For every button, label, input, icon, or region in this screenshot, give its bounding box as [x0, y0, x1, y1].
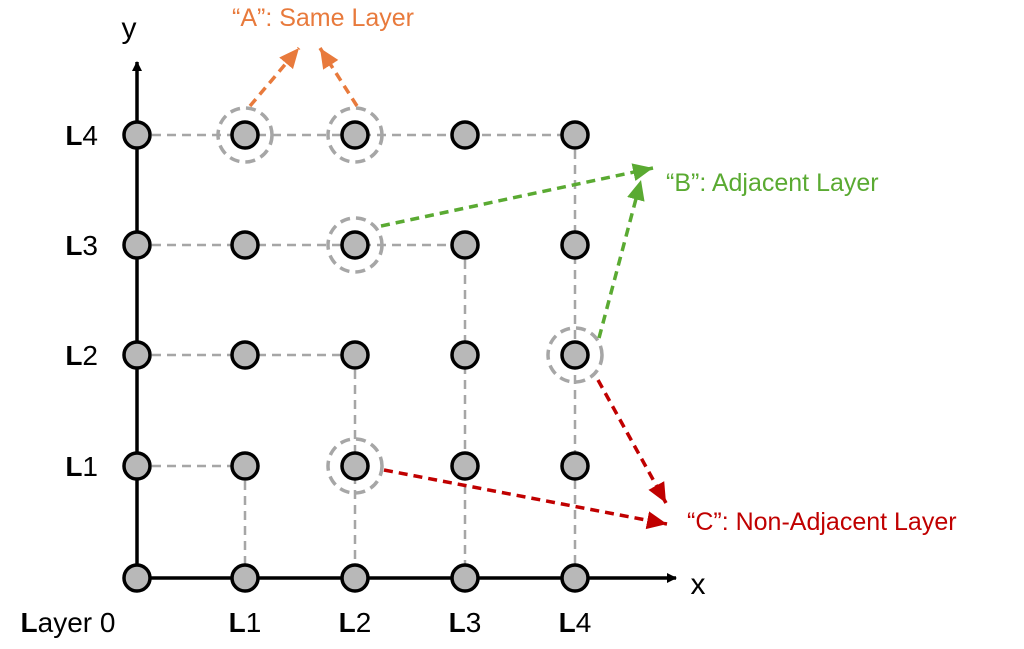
vertical-connectors	[243, 135, 577, 578]
x-label-l3: L3	[449, 607, 482, 638]
node	[340, 230, 370, 260]
arrow-c-upper	[596, 379, 668, 504]
y-axis-labels: L4 L3 L2 L1	[65, 120, 98, 482]
ring-c-l2	[326, 437, 384, 495]
x-label-l1: L1	[229, 607, 262, 638]
node	[340, 120, 370, 150]
y-label-l4: L4	[65, 120, 98, 151]
y-label-l1: L1	[65, 451, 98, 482]
arrow-a-right	[318, 47, 359, 107]
node	[230, 230, 260, 260]
node	[122, 230, 152, 260]
x-axis-labels: Layer 0 L1 L2 L3 L4	[21, 607, 592, 638]
node	[450, 451, 480, 481]
node	[450, 120, 480, 150]
highlight-rings	[216, 106, 604, 495]
label-adjacent-layer: “B”: Adjacent Layer	[666, 169, 879, 197]
node	[230, 340, 260, 370]
x-label-layer0: Layer 0	[21, 607, 116, 638]
node	[560, 451, 590, 481]
x-axis-label: x	[691, 568, 706, 601]
node	[230, 563, 260, 593]
node	[230, 120, 260, 150]
ring-a-l1	[216, 106, 274, 164]
node	[450, 340, 480, 370]
y-label-l3: L3	[65, 230, 98, 261]
label-same-layer: “A”: Same Layer	[232, 4, 414, 32]
ring-b-l2	[326, 216, 384, 274]
y-label-l2: L2	[65, 340, 98, 371]
x-label-l2: L2	[339, 607, 372, 638]
node	[560, 563, 590, 593]
node	[122, 340, 152, 370]
arrows-non-adjacent-layer	[383, 379, 668, 530]
arrow-a-left	[248, 46, 301, 108]
label-non-adjacent-layer: “C”: Non-Adjacent Layer	[687, 508, 957, 536]
node	[450, 563, 480, 593]
node	[340, 563, 370, 593]
ring-a-l2	[326, 106, 384, 164]
nodes	[122, 120, 590, 593]
node	[340, 451, 370, 481]
node	[122, 451, 152, 481]
node	[560, 120, 590, 150]
ring-b-l4	[546, 326, 604, 384]
x-label-l4: L4	[559, 607, 592, 638]
node	[450, 230, 480, 260]
node	[560, 340, 590, 370]
node	[230, 451, 260, 481]
node	[122, 563, 152, 593]
y-axis-label: y	[122, 12, 137, 45]
arrow-b-upper	[380, 163, 654, 228]
arrows-same-layer	[248, 46, 359, 108]
arrows-adjacent-layer	[380, 163, 654, 339]
arrow-b-lower	[597, 179, 645, 339]
node	[122, 120, 152, 150]
node	[340, 340, 370, 370]
arrow-c-lower	[383, 468, 668, 530]
node	[560, 230, 590, 260]
